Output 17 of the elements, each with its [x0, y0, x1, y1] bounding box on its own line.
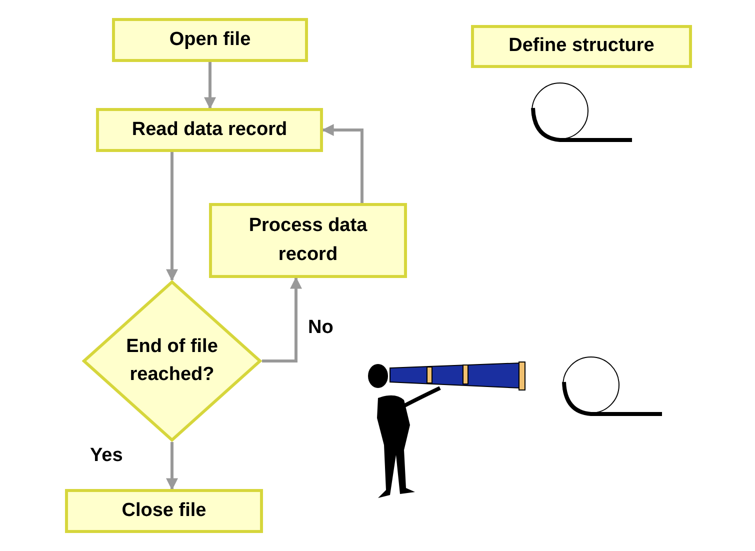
node-text: Read data record	[132, 118, 288, 142]
arrow	[166, 152, 178, 282]
node-text: Open file	[169, 28, 251, 52]
process-box	[209, 203, 407, 278]
node-text: Close file	[122, 498, 206, 523]
node-text: Define structure	[508, 34, 654, 58]
node-text: End of file reached?	[125, 334, 219, 387]
process-box	[96, 108, 323, 152]
process-box	[471, 25, 692, 68]
arrow	[322, 124, 364, 203]
arrow	[262, 276, 302, 362]
process-box	[112, 18, 308, 62]
process-box	[65, 489, 263, 533]
node-text: Process data record	[248, 214, 368, 266]
decision-diamond	[82, 280, 262, 442]
arrow	[166, 442, 178, 490]
arrow	[204, 62, 216, 110]
